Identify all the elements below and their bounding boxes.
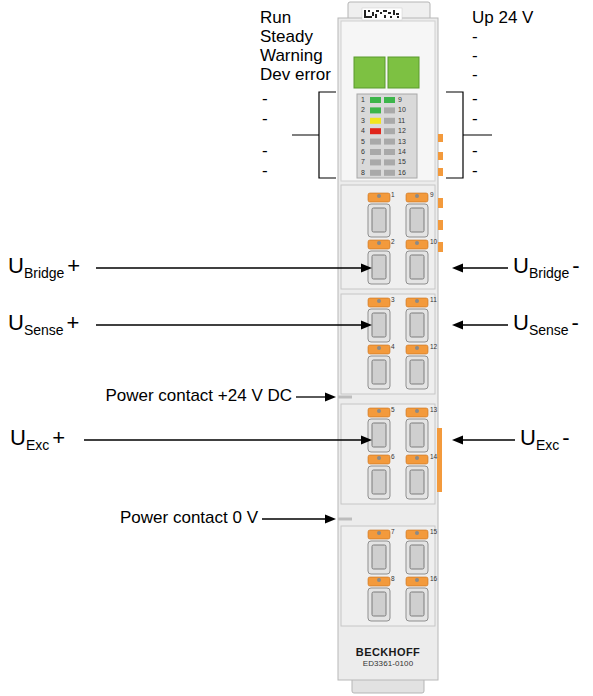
terminal-housing: BECKHOFFED3361-0100 [338,20,438,680]
signal-subscript: Sense [529,323,569,338]
terminal-number: 1 [391,191,395,198]
terminal-number: 6 [391,453,395,460]
terminal-number: 10 [430,238,437,245]
terminal-number: 7 [391,528,395,535]
terminal-number: 16 [430,575,437,582]
signal-polarity: + [52,426,65,450]
led-bars [370,97,395,176]
signal-subscript: Exc [26,438,49,453]
power-contact [338,518,352,521]
led-number: 10 [398,106,406,114]
leader-lines [84,268,515,519]
led-caption: - [472,28,478,47]
terminal-number: 9 [430,191,434,198]
led-caption: Steady [260,28,313,47]
signal-label: UExc+ [10,426,65,450]
status-led [388,57,419,88]
signal-name: U [10,426,26,450]
signal-polarity: + [67,254,80,278]
led-caption: - [472,66,478,85]
brand-name: BECKHOFF [356,646,420,659]
led-number: 13 [398,138,406,146]
led-number: 3 [361,117,365,125]
housing-body [338,18,438,680]
contact-modules [341,185,435,626]
signal-label: UExc- [520,426,570,450]
led-caption: Warning [260,47,323,66]
power-contact-label: Power contact 0 V [120,509,258,528]
signal-subscript: Bridge [529,266,569,281]
terminal-number: 8 [391,575,395,582]
spring-contacts [368,193,428,621]
led-caption: - [472,90,478,109]
signal-name: U [513,254,529,278]
arrowheads [325,264,463,524]
signal-label: USense- [513,311,579,335]
led-number: 14 [398,148,406,156]
signal-polarity: - [572,254,579,278]
led-caption: - [472,47,478,66]
led-area [341,21,435,181]
led-caption: - [472,142,478,161]
led-number: 5 [361,138,365,146]
terminal-number: 2 [391,238,395,245]
power-contact-label: Power contact +24 V DC [105,387,292,406]
model-number: ED3361-0100 [363,659,413,668]
terminal-number: 14 [430,453,437,460]
bracket [446,92,492,178]
led-caption: - [472,162,478,181]
terminal-number: 12 [430,343,437,350]
led-caption: - [262,90,268,109]
led-number: 4 [361,127,365,135]
led-caption: Run [260,9,291,28]
signal-subscript: Sense [24,323,64,338]
led-number: 6 [361,148,365,156]
signal-polarity: - [572,311,579,335]
signal-name: U [8,254,24,278]
led-caption: Up 24 V [472,9,533,28]
led-number: 1 [361,96,365,104]
data-matrix [362,8,402,20]
led-caption: - [262,162,268,181]
signal-name: U [520,426,536,450]
led-number: 12 [398,127,406,135]
led-caption: Dev error [260,66,331,85]
status-led [354,57,385,88]
signal-polarity: + [67,311,80,335]
side-tabs [437,134,443,492]
led-number: 9 [398,96,402,104]
signal-label: UBridge- [513,254,580,278]
terminal-number: 13 [430,406,437,413]
bracket [292,92,336,178]
led-number: 2 [361,106,365,114]
signal-subscript: Exc [536,438,559,453]
power-contact [338,396,352,399]
signal-label: UBridge+ [8,254,80,278]
signal-name: U [8,311,24,335]
terminal-number: 11 [430,296,437,303]
led-panel [357,94,417,178]
signal-subscript: Bridge [24,266,64,281]
terminal-number: 5 [391,406,395,413]
signal-polarity: - [562,426,569,450]
led-caption: - [262,142,268,161]
led-number: 8 [361,169,365,177]
led-number: 11 [398,117,405,125]
signal-label: USense+ [8,311,79,335]
led-number: 16 [398,169,406,177]
led-number: 7 [361,158,365,166]
terminal-number: 4 [391,343,395,350]
terminal-number: 15 [430,528,437,535]
led-caption: - [262,110,268,129]
led-number: 15 [398,158,406,166]
signal-name: U [513,311,529,335]
terminal-number: 3 [391,296,395,303]
led-caption: - [472,110,478,129]
